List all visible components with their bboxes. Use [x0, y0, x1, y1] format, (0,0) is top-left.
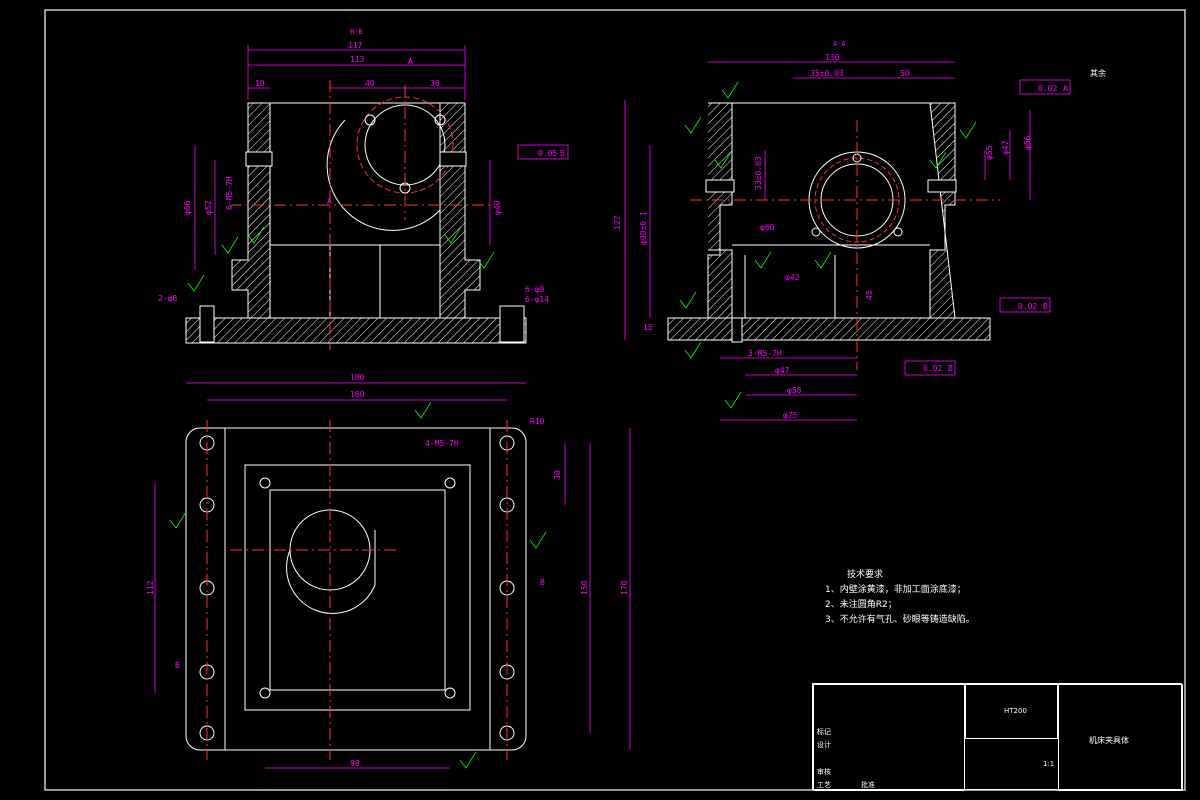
svg-text:30: 30 — [553, 470, 562, 480]
base-plate — [185, 317, 527, 344]
top-base — [185, 427, 527, 751]
view-a-a — [667, 102, 1000, 370]
tech-item-1: 1、内壁涂黄漆，非加工面涂底漆； — [825, 585, 966, 595]
tech-title: 技术要求 — [847, 570, 884, 580]
svg-text:35±0.03: 35±0.03 — [810, 69, 844, 78]
tech-item-2: 2、未注圆角R2； — [825, 600, 897, 610]
part-name-text: 机床夹具体 — [1089, 736, 1129, 745]
svg-text:40: 40 — [365, 79, 375, 88]
svg-text:170: 170 — [620, 580, 629, 595]
svg-text:A: A — [408, 57, 413, 66]
svg-text:130: 130 — [825, 53, 840, 62]
svg-text:A-A: A-A — [833, 40, 846, 48]
roughness-marks — [169, 81, 977, 769]
svg-text:φ66: φ66 — [183, 200, 192, 215]
row-mark: 标记 — [817, 728, 831, 736]
svg-text:4-M5-7H: 4-M5-7H — [425, 439, 459, 448]
svg-text:φ55: φ55 — [985, 145, 994, 160]
row-approve: 批准 — [861, 781, 875, 789]
right-wall-hatch — [439, 102, 481, 319]
svg-text:10: 10 — [255, 79, 265, 88]
view-top-dims — [154, 382, 631, 769]
svg-text:127: 127 — [613, 215, 622, 230]
title-block: HT200 机床夹具体 标记 设计 审核 工艺 批准 1:1 — [812, 683, 1183, 791]
a-inner — [732, 102, 930, 318]
svg-text:φ90±0.1: φ90±0.1 — [639, 211, 648, 245]
svg-text:B: B — [948, 364, 953, 373]
technical-requirements: 技术要求 1、内壁涂黄漆，非加工面涂底漆； 2、未注圆角R2； 3、不允许有气孔… — [825, 568, 975, 628]
note-rest-label: 其余 — [1090, 68, 1106, 78]
svg-text:B-B: B-B — [350, 28, 363, 36]
svg-text:A: A — [1063, 84, 1068, 93]
svg-text:φ47: φ47 — [775, 366, 790, 375]
inner-outline — [270, 102, 440, 318]
svg-text:A: A — [327, 197, 332, 206]
svg-text:B: B — [1043, 302, 1048, 311]
svg-text:φ52: φ52 — [204, 200, 213, 215]
svg-text:160: 160 — [350, 390, 365, 399]
svg-text:50: 50 — [900, 69, 910, 78]
svg-text:0.02: 0.02 — [1038, 84, 1057, 93]
hole-2 — [434, 114, 446, 126]
view-b-dims — [194, 45, 569, 270]
svg-text:B: B — [560, 149, 565, 158]
row-process: 工艺 — [817, 781, 831, 789]
svg-text:2-φ8: 2-φ8 — [158, 294, 177, 303]
svg-text:15: 15 — [643, 323, 653, 332]
svg-text:φ58: φ58 — [787, 386, 802, 395]
view-a-text: A-A 130 35±0.03 50 0.02 A 127 φ90±0.1 33±0.… — [613, 40, 1068, 420]
a-right-wall — [929, 102, 956, 319]
svg-text:117: 117 — [348, 41, 363, 50]
a-base — [667, 317, 991, 341]
svg-text:φ75: φ75 — [783, 411, 798, 420]
svg-text:6-M5-7H: 6-M5-7H — [225, 176, 234, 210]
svg-text:33±0.03: 33±0.03 — [754, 156, 763, 190]
svg-text:R10: R10 — [530, 417, 545, 426]
tech-item-3: 3、不允许有气孔、砂眼等铸造缺陷。 — [825, 615, 975, 625]
svg-text:φ40: φ40 — [493, 200, 502, 215]
svg-text:6-φ14: 6-φ14 — [525, 295, 549, 304]
left-wall-hatch — [231, 102, 271, 319]
svg-text:0.05: 0.05 — [538, 149, 557, 158]
svg-text:3-M5-7H: 3-M5-7H — [748, 349, 782, 358]
svg-text:30: 30 — [430, 79, 440, 88]
view-top-text: 180 160 4-M5-7H R10 30 112 150 170 98 B B — [146, 373, 629, 768]
bore-arc — [326, 119, 441, 231]
part-name-cell: 机床夹具体 — [1058, 684, 1183, 791]
svg-text:112: 112 — [146, 580, 155, 595]
revision-grid — [813, 684, 965, 791]
a-left-wall — [707, 102, 733, 319]
svg-text:B: B — [540, 578, 545, 587]
hole-1 — [364, 114, 376, 126]
material-text: HT200 — [1004, 707, 1027, 715]
svg-text:φ60: φ60 — [760, 223, 775, 232]
svg-text:150: 150 — [580, 580, 589, 595]
view-b-b — [185, 80, 527, 350]
row-design: 设计 — [817, 741, 831, 749]
svg-text:6-φ9: 6-φ9 — [525, 285, 544, 294]
svg-text:180: 180 — [350, 373, 365, 382]
svg-text:0.02: 0.02 — [923, 364, 942, 373]
svg-text:φ47: φ47 — [1001, 140, 1010, 155]
drawing-border — [44, 9, 1186, 791]
svg-text:φ66: φ66 — [1023, 135, 1032, 150]
svg-text:45: 45 — [865, 290, 874, 300]
row-review: 审核 — [817, 768, 831, 776]
material-cell: HT200 — [965, 684, 1058, 739]
scale-text: 1:1 — [1043, 760, 1055, 768]
svg-text:B: B — [175, 661, 180, 670]
view-a-dims — [624, 61, 1071, 421]
view-top — [185, 420, 527, 760]
svg-text:98: 98 — [350, 759, 360, 768]
svg-text:0.02: 0.02 — [1018, 302, 1037, 311]
svg-text:φ42: φ42 — [785, 273, 800, 282]
svg-text:113: 113 — [350, 55, 365, 64]
